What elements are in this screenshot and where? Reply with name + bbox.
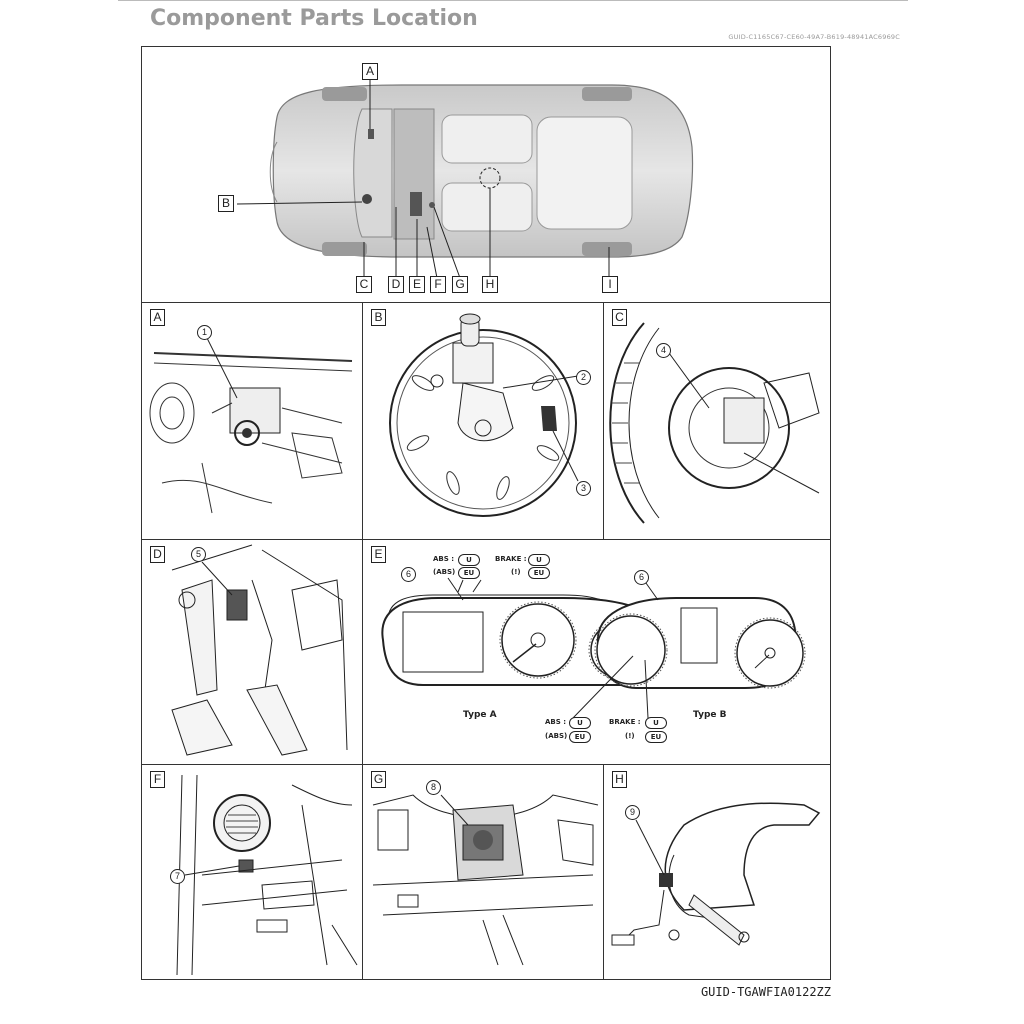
- callout-number-3: 3: [576, 481, 591, 496]
- abs-eu-pill-a: EU: [458, 567, 480, 579]
- grid-line: [141, 539, 831, 540]
- panel-e: E 6 6 ABS : U (ABS) EU BRAKE : U (!) EU …: [363, 540, 830, 764]
- panel-b: B 2 3: [363, 303, 603, 539]
- grid-line: [362, 302, 363, 539]
- panel-g: G 8: [363, 765, 603, 979]
- grid-line: [603, 764, 604, 980]
- top-rule: [118, 0, 908, 1]
- type-a-label: Type A: [463, 710, 497, 720]
- panel-c-drawing: [609, 322, 820, 524]
- panel-label-d: D: [150, 546, 165, 563]
- callout-number-6b: 6: [634, 570, 649, 585]
- panel-d: D 5: [142, 540, 362, 764]
- abs-icon-b: (ABS): [545, 732, 568, 740]
- callout-e: E: [409, 276, 425, 293]
- panel-c: C 4: [604, 303, 830, 539]
- figure-guid: GUID-TGAWFIA0122ZZ: [700, 985, 831, 999]
- panel-a: A 1: [142, 303, 362, 539]
- brake-label-b: BRAKE :: [609, 718, 641, 726]
- callout-number-2: 2: [576, 370, 591, 385]
- panel-a-drawing: [149, 337, 353, 514]
- abs-label-a: ABS :: [433, 555, 455, 563]
- type-b-label: Type B: [693, 710, 727, 720]
- panel-g-drawing: [372, 794, 599, 966]
- panel-h-drawing: [611, 802, 821, 946]
- panel-label-h: H: [612, 771, 627, 788]
- document-guid: GUID-C1165C67-CE60-49A7-B619-48941AC6969…: [728, 33, 900, 41]
- panel-label-a: A: [150, 309, 165, 326]
- panel-e-drawing: [381, 575, 806, 719]
- panel-label-b: B: [371, 309, 386, 326]
- brake-eu-pill-b: EU: [645, 731, 667, 743]
- brake-u-pill-a: U: [528, 554, 550, 566]
- grid-line: [362, 539, 363, 764]
- panel-b-drawing: [389, 313, 579, 517]
- abs-eu-pill-b: EU: [569, 731, 591, 743]
- abs-u-pill-b: U: [569, 717, 591, 729]
- callout-number-8: 8: [426, 780, 441, 795]
- callout-g: G: [452, 276, 468, 293]
- callout-h: H: [482, 276, 498, 293]
- page-title: Component Parts Location: [150, 6, 478, 31]
- callout-c: C: [356, 276, 372, 293]
- panel-h: H 9: [604, 765, 830, 979]
- callout-number-7: 7: [170, 869, 185, 884]
- brake-label-a: BRAKE :: [495, 555, 527, 563]
- panel-label-g: G: [371, 771, 386, 788]
- callout-number-9: 9: [625, 805, 640, 820]
- callout-number-4: 4: [656, 343, 671, 358]
- brake-icon-b: (!): [625, 732, 635, 740]
- panel-d-drawing: [171, 544, 348, 756]
- brake-eu-pill-a: EU: [528, 567, 550, 579]
- abs-label-b: ABS :: [545, 718, 567, 726]
- vehicle-overview: A B C D E F G H I: [142, 47, 830, 301]
- callout-a: A: [362, 63, 378, 80]
- callout-number-1: 1: [197, 325, 212, 340]
- callout-number-5: 5: [191, 547, 206, 562]
- vehicle-top-view-drawing: [236, 72, 694, 279]
- panel-label-e: E: [371, 546, 386, 563]
- grid-line: [603, 302, 604, 539]
- callout-i: I: [602, 276, 618, 293]
- callout-b: B: [218, 195, 234, 212]
- grid-line: [141, 302, 831, 303]
- panel-label-f: F: [150, 771, 165, 788]
- panel-label-c: C: [612, 309, 627, 326]
- grid-line: [362, 764, 363, 980]
- brake-icon-a: (!): [511, 568, 521, 576]
- abs-u-pill-a: U: [458, 554, 480, 566]
- panel-f: F 7: [142, 765, 362, 979]
- abs-icon-a: (ABS): [433, 568, 456, 576]
- grid-line: [141, 764, 831, 765]
- figure-frame: [141, 46, 831, 980]
- callout-number-6a: 6: [401, 567, 416, 582]
- brake-u-pill-b: U: [645, 717, 667, 729]
- callout-f: F: [430, 276, 446, 293]
- callout-d: D: [388, 276, 404, 293]
